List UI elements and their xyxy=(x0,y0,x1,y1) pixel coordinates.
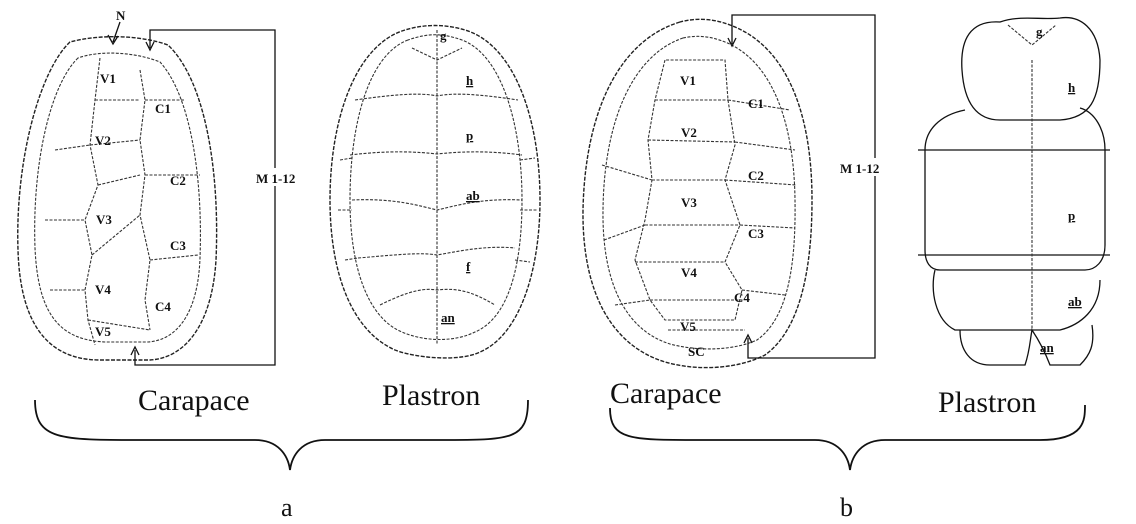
vertebral-label-v3: V3 xyxy=(96,212,112,227)
carapace-a-vertebral-column xyxy=(85,58,100,345)
costal-label-c2-b: C2 xyxy=(748,168,764,183)
plastron-a-label-f: f xyxy=(466,259,471,274)
costal-label-c1-b: C1 xyxy=(748,96,764,111)
plastron-b-gular-seam xyxy=(1008,25,1056,45)
plastron-b-outline xyxy=(962,18,1100,120)
carapace-a-outline xyxy=(18,37,217,360)
panel-a-carapace: N V1 V2 V3 V4 V5 C1 C2 C3 C4 xyxy=(18,8,217,360)
costal-label-c4: C4 xyxy=(155,299,171,314)
panel-b-plastron: g h p ab an xyxy=(918,18,1110,365)
panel-b-label: b xyxy=(840,493,853,522)
marginal-bracket-a-line xyxy=(135,30,275,365)
carapace-a-lateral-seams xyxy=(45,100,200,290)
plastron-a-outline xyxy=(330,26,540,358)
panel-a-plastron-caption: Plastron xyxy=(382,379,480,412)
nuchal-label: N xyxy=(116,8,126,23)
costal-label-c3-b: C3 xyxy=(748,226,764,241)
costal-label-c2: C2 xyxy=(170,173,186,188)
plastron-a-label-p: p xyxy=(466,128,473,143)
plastron-b-label-p: p xyxy=(1068,208,1075,223)
costal-label-c1: C1 xyxy=(155,101,171,116)
panel-b-plastron-caption: Plastron xyxy=(938,386,1036,419)
costal-label-c3: C3 xyxy=(170,238,186,253)
vertebral-label-v5: V5 xyxy=(95,324,111,339)
plastron-b-label-ab: ab xyxy=(1068,294,1082,309)
vertebral-label-v4: V4 xyxy=(95,282,111,297)
panel-a-plastron: g h p ab f an xyxy=(330,26,540,358)
carapace-b-costal-seams xyxy=(602,100,796,305)
vertebral-label-v3-b: V3 xyxy=(681,195,697,210)
plastron-a-label-h: h xyxy=(466,73,474,88)
carapace-b-marginal-ring xyxy=(603,36,795,349)
carapace-a-costal-seam xyxy=(140,70,150,330)
vertebral-label-v2: V2 xyxy=(95,133,111,148)
vertebral-label-v1: V1 xyxy=(100,71,116,86)
supracaudal-label: SC xyxy=(688,344,705,359)
vertebral-label-v5-b: V5 xyxy=(680,319,696,334)
carapace-a-marginal-ring xyxy=(35,53,201,342)
plastron-b-bridge-lines xyxy=(918,150,1110,255)
vertebral-label-v2-b: V2 xyxy=(681,125,697,140)
marginal-bracket-b-line xyxy=(732,15,875,358)
panel-b-carapace: V1 V2 V3 V4 V5 C1 C2 C3 C4 SC xyxy=(583,19,812,367)
carapace-b-vertebral-column xyxy=(635,60,742,320)
plastron-a-label-g: g xyxy=(440,28,447,43)
vertebral-label-v1-b: V1 xyxy=(680,73,696,88)
marginal-label-a: M 1-12 xyxy=(256,171,295,186)
vertebral-label-v4-b: V4 xyxy=(681,265,697,280)
marginal-label-b: M 1-12 xyxy=(840,161,879,176)
plastron-b-label-h: h xyxy=(1068,80,1076,95)
panel-a-carapace-caption: Carapace xyxy=(138,384,250,417)
nuchal-arrow xyxy=(108,22,120,44)
plastron-b-label-g: g xyxy=(1036,24,1043,39)
costal-label-c4-b: C4 xyxy=(734,290,750,305)
plastron-b-anal-outline xyxy=(960,325,1093,365)
plastron-a-inner-ring xyxy=(350,35,522,340)
plastron-b-middle-outline xyxy=(925,108,1105,270)
plastron-a-pectoral-seam xyxy=(350,152,522,155)
panel-b-marginal-bracket: M 1-12 xyxy=(728,15,886,358)
plastron-a-label-ab: ab xyxy=(466,188,480,203)
plastron-a-label-an: an xyxy=(441,310,456,325)
panel-b-carapace-caption: Carapace xyxy=(610,377,722,410)
panel-a-label: a xyxy=(281,493,293,522)
plastron-b-label-an: an xyxy=(1040,340,1055,355)
